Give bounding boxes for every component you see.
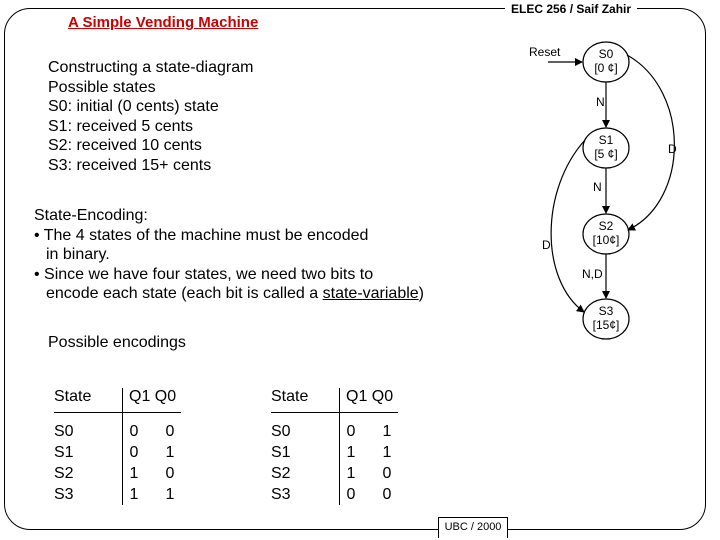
state-name: S1 [598, 133, 614, 147]
state-s0-label: S0 [0 ¢] [583, 47, 629, 75]
table-header-row: State Q1 Q0 [271, 388, 398, 413]
bullet-text: encode each state (each bit is called a [46, 285, 323, 302]
transition-label-d: D [668, 142, 677, 156]
bullet-line: • The 4 states of the machine must be en… [34, 226, 369, 244]
state-s2-label: S2 [10¢] [583, 219, 629, 247]
transition-label-n: N [596, 95, 605, 109]
cell-state: S2 [271, 463, 340, 484]
slide-title: A Simple Vending Machine [66, 14, 261, 31]
cell-q0: 1 [165, 486, 175, 503]
state-variable-term: state-variable [322, 285, 419, 302]
intro-line: Possible states [48, 78, 156, 96]
transition-label-n: N [593, 180, 602, 194]
intro-line: S2: received 10 cents [48, 137, 202, 154]
intro-line: S3: received 15+ cents [48, 156, 212, 174]
bullet-text: ) [418, 285, 424, 302]
state-name: S2 [598, 219, 614, 233]
transition-label-nd: N,D [582, 267, 603, 281]
cell-q0: 0 [165, 423, 175, 440]
state-value: [15¢] [592, 318, 620, 332]
intro-line: S0: initial (0 cents) state [48, 98, 219, 115]
transition-s1-s3 [550, 139, 586, 313]
header-state: State [54, 388, 123, 413]
cell-q1: 0 [346, 423, 356, 440]
bullet-line: in binary. [46, 246, 110, 263]
intro-text: Constructing a state-diagram Possible st… [48, 58, 253, 175]
table-row: S3 0 0 [271, 484, 398, 505]
state-name: S3 [598, 304, 614, 318]
cell-q0: 0 [382, 465, 392, 482]
cell-state: S1 [271, 442, 340, 463]
transition-s0-s2 [626, 54, 675, 231]
transition-label-d: D [542, 238, 551, 252]
encoding-heading: State-Encoding: [34, 207, 148, 224]
table-row: S2 1 0 [271, 463, 398, 484]
cell-q0: 1 [382, 444, 392, 461]
cell-q0: 1 [165, 444, 175, 461]
cell-q0: 0 [382, 486, 392, 503]
table-row: S3 1 1 [54, 484, 181, 505]
cell-q1: 0 [346, 486, 356, 503]
state-value: [0 ¢] [594, 61, 618, 75]
intro-line: Constructing a state-diagram [48, 59, 254, 76]
state-value: [5 ¢] [594, 147, 618, 161]
header-q: Q1 Q0 [122, 388, 181, 413]
intro-line: S1: received 5 cents [48, 117, 193, 135]
cell-q1: 0 [129, 423, 139, 440]
bullet-line: • Since we have four states, we need two… [34, 265, 374, 283]
header-q: Q1 Q0 [339, 388, 398, 413]
cell-q1: 1 [129, 465, 139, 482]
cell-q1: 0 [129, 444, 139, 461]
table-row: S1 0 1 [54, 442, 181, 463]
footer-tab: UBC / 2000 [438, 517, 508, 538]
table-row: S0 0 1 [271, 412, 398, 442]
state-node-s3 [582, 298, 630, 340]
reset-label: Reset [529, 45, 561, 59]
course-header: ELEC 256 / Saif Zahir [505, 0, 638, 18]
state-encoding-section: State-Encoding: • The 4 states of the ma… [34, 206, 424, 304]
encoding-table-left: State Q1 Q0 S0 0 0 S1 0 1 S2 1 0 S3 1 1 [54, 388, 181, 505]
state-value: [10¢] [592, 233, 620, 247]
header-state: State [271, 388, 340, 413]
state-s3-label: S3 [15¢] [583, 304, 629, 332]
slide-frame [4, 8, 706, 530]
cell-state: S3 [54, 484, 123, 505]
state-s1-label: S1 [5 ¢] [583, 133, 629, 161]
cell-state: S1 [54, 442, 123, 463]
cell-q0: 1 [382, 423, 392, 440]
possible-encodings-label: Possible encodings [48, 334, 186, 351]
cell-state: S0 [271, 412, 340, 442]
cell-state: S3 [271, 484, 340, 505]
table-header-row: State Q1 Q0 [54, 388, 181, 413]
table-row: S0 0 0 [54, 412, 181, 442]
bullet-line: encode each state (each bit is called a … [34, 284, 424, 304]
encoding-table-right: State Q1 Q0 S0 0 1 S1 1 1 S2 1 0 S3 0 0 [271, 388, 398, 505]
cell-state: S2 [54, 463, 123, 484]
cell-q1: 1 [346, 465, 356, 482]
state-name: S0 [598, 47, 614, 61]
table-row: S1 1 1 [271, 442, 398, 463]
cell-q0: 0 [165, 465, 175, 482]
cell-state: S0 [54, 412, 123, 442]
cell-q1: 1 [346, 444, 356, 461]
cell-q1: 1 [129, 486, 139, 503]
table-row: S2 1 0 [54, 463, 181, 484]
